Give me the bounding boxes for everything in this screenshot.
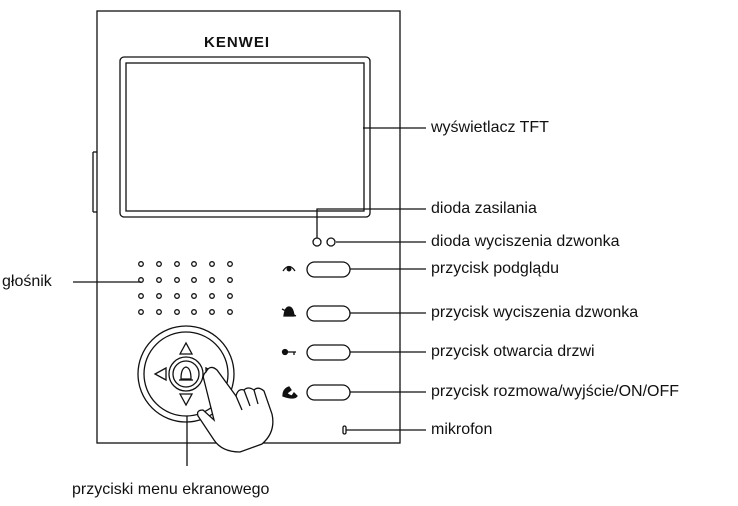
speaker-grille <box>138 261 233 315</box>
tft-display <box>119 56 371 218</box>
key-icon <box>281 348 296 356</box>
device-body <box>96 10 401 444</box>
label-power-led: dioda zasilania <box>431 200 537 217</box>
label-osd-buttons: przyciski menu ekranowego <box>72 481 270 498</box>
label-monitor-button: przycisk podglądu <box>431 260 560 277</box>
label-mute-led: dioda wyciszenia dzwonka <box>431 233 620 250</box>
label-tft-display: wyświetlacz TFT <box>431 119 549 136</box>
label-speaker: głośnik <box>2 273 52 290</box>
label-mute-button: przycisk wyciszenia dzwonka <box>431 304 639 321</box>
bell-mute-icon <box>281 306 297 317</box>
label-talk-button: przycisk rozmowa/wyjście/ON/OFF <box>431 383 680 400</box>
talk-button[interactable] <box>306 384 351 401</box>
pointing-hand-icon <box>196 366 274 453</box>
microphone <box>342 425 347 435</box>
label-unlock-button: przycisk otwarcia drzwi <box>431 343 595 360</box>
monitor-eye-icon <box>282 265 296 272</box>
brand-logo: KENWEI <box>204 34 270 51</box>
power-led <box>312 237 322 247</box>
callout-lines <box>73 127 426 466</box>
mute-button[interactable] <box>306 305 351 322</box>
mute-led <box>326 237 336 247</box>
unlock-button[interactable] <box>306 344 351 361</box>
monitor-button[interactable] <box>306 261 351 278</box>
label-microphone: mikrofon <box>431 421 493 438</box>
handset-icon <box>282 386 298 399</box>
